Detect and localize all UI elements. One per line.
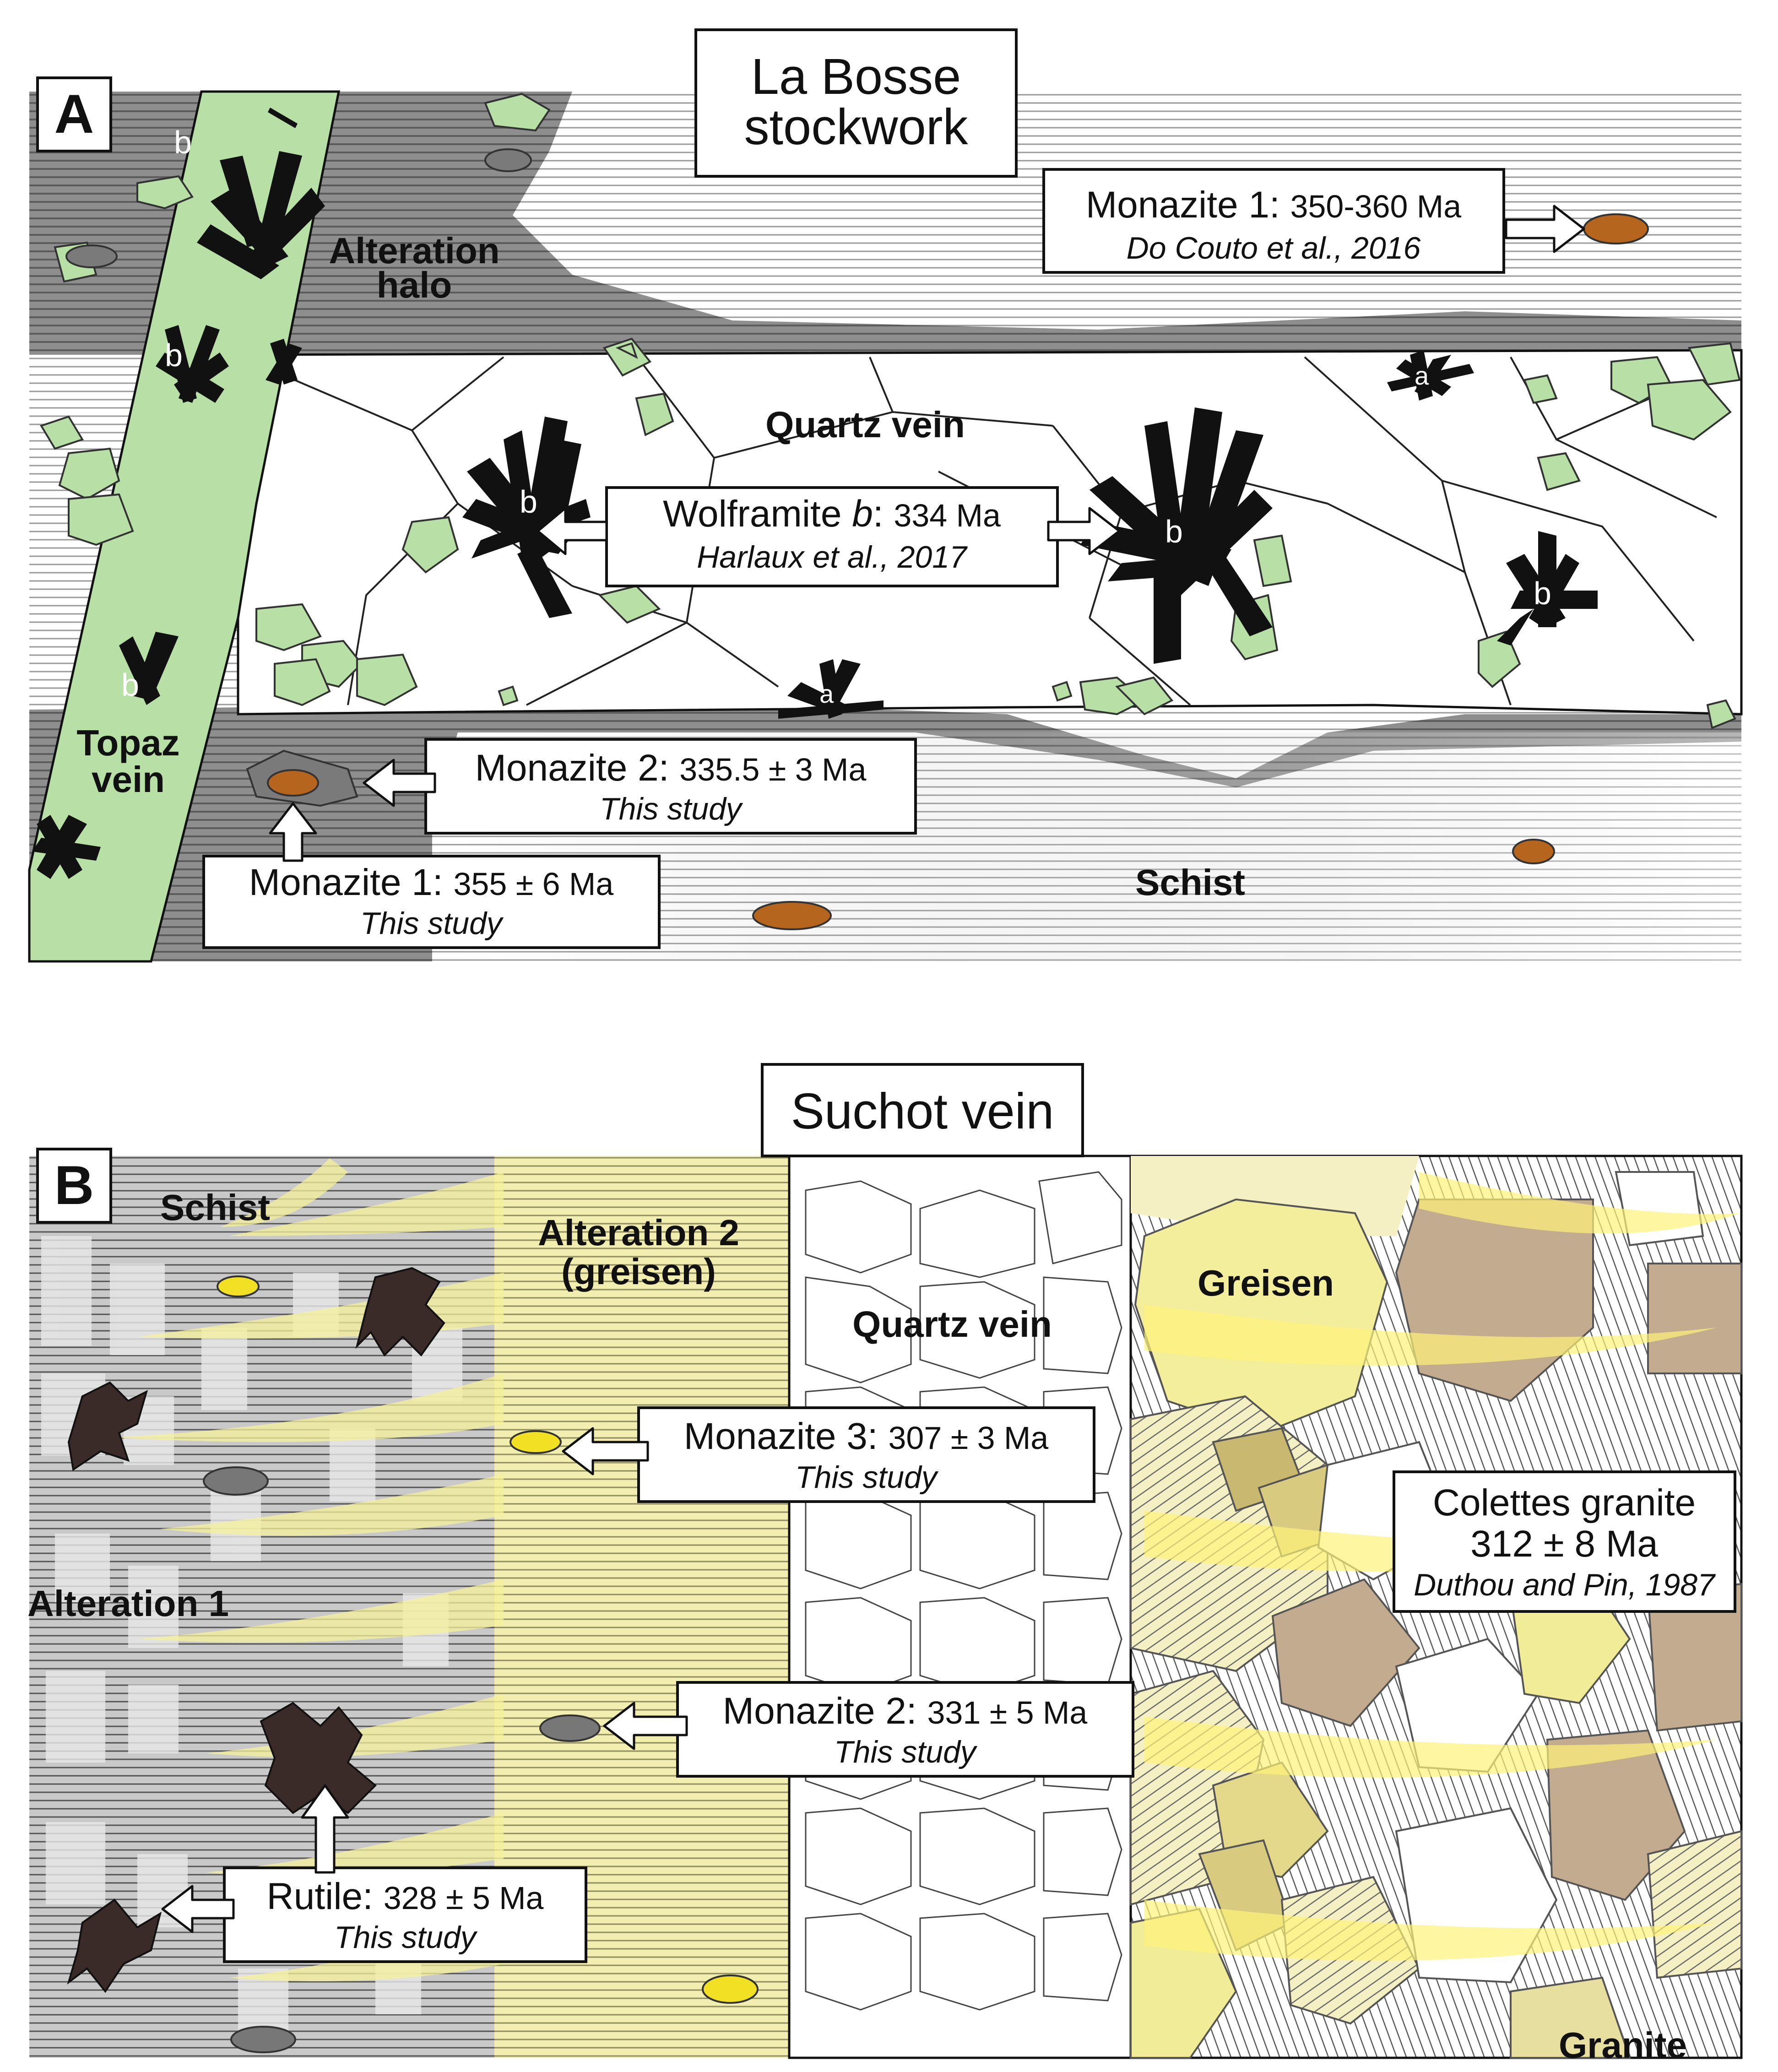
mineral-grain-gray — [484, 148, 532, 172]
arrow-left — [537, 507, 608, 555]
monazite-grain-yellow — [217, 1275, 260, 1297]
mineral-grain-gray — [65, 244, 118, 268]
annotation-monazite-1 — [202, 855, 661, 949]
monazite-grain-gray — [203, 1466, 269, 1496]
arrow-left — [161, 1885, 235, 1933]
annotation-title: Rutile: 328 ± 5 Ma — [267, 1876, 544, 1917]
monazite-grain — [1512, 839, 1555, 864]
wolframite-label-b: b — [121, 667, 139, 703]
annotation-title: Wolframite b: 334 Ma — [663, 493, 1001, 535]
greisen-label: Greisen — [1198, 1263, 1334, 1303]
annotation-rutile — [223, 1866, 587, 1963]
quartz-vein-b — [788, 1155, 1132, 2059]
alteration-halo-top — [29, 92, 1741, 355]
topaz-vein-label-2: vein — [92, 759, 165, 800]
annotation-citation: Harlaux et al., 2017 — [697, 540, 968, 575]
arrow-up — [269, 802, 317, 862]
annotation-citation: Duthou and Pin, 1987 — [1414, 1568, 1716, 1602]
rutile-grains — [67, 1267, 445, 1993]
annotation-title: Colettes granite — [1433, 1482, 1696, 1524]
monazite-2-grain — [539, 1714, 601, 1742]
annotation-citation: This study — [334, 1920, 478, 1955]
annotation-title: Monazite 2: 335.5 ± 3 Ma — [475, 747, 867, 789]
annotation-title: Monazite 1: 355 ± 6 Ma — [249, 862, 613, 903]
panel-title: Suchot vein — [791, 1083, 1054, 1139]
topaz-vein-a — [28, 90, 341, 963]
alteration-halo-label-2: halo — [377, 265, 452, 305]
annotation-title: Monazite 2: 331 ± 5 Ma — [723, 1690, 1087, 1732]
arrow-right — [1047, 507, 1121, 555]
annotation-citation: This study — [795, 1460, 939, 1495]
arrow-up — [301, 1784, 349, 1874]
alteration-1-label: Alteration 1 — [27, 1583, 229, 1624]
panel-b: Schist Alteration 2 (greisen) Quartz vei… — [27, 1063, 1743, 2066]
granite-label: Granite — [1559, 2025, 1687, 2066]
topaz-crystals — [40, 92, 1741, 729]
wolframite-label-a: a — [1415, 361, 1429, 390]
quartz-vein-label: Quartz vein — [765, 404, 965, 445]
wolframite-label-b: b — [520, 484, 537, 520]
monazite-grain — [1583, 213, 1649, 244]
monazite-grain — [752, 901, 832, 930]
monazite-3-grain — [510, 1430, 562, 1454]
annotation-monazite-2 — [676, 1681, 1134, 1778]
annotation-wolframite — [605, 486, 1059, 587]
panel-title: La Bosse — [751, 49, 961, 105]
arrow-right — [1505, 205, 1585, 253]
annotation-citation: This study — [834, 1735, 978, 1769]
annotation-title: Monazite 1: 350-360 Ma — [1086, 184, 1461, 226]
panel-a: b b b b b b a a Alteration halo Quartz v… — [28, 28, 1743, 963]
wolframite-label-b: b — [1165, 514, 1183, 549]
wolframite-label-b: b — [165, 337, 183, 373]
panel-title-box — [694, 28, 1018, 178]
annotation-monazite-1-ref — [1042, 168, 1505, 274]
panel-letter: A — [54, 83, 94, 145]
arrow-left — [603, 1702, 688, 1750]
annotation-title: Monazite 3: 307 ± 3 Ma — [684, 1416, 1048, 1457]
panel-letter-box — [36, 1148, 112, 1224]
wolframite-crystals — [32, 108, 1598, 879]
monazite-grain-yellow — [702, 1974, 759, 2004]
alteration-2-label-2: (greisen) — [561, 1251, 716, 1292]
panel-title-box — [761, 1063, 1084, 1157]
alteration-2-label: Alteration 2 — [538, 1212, 739, 1253]
arrow-left — [363, 759, 436, 807]
monazite-1-core — [267, 769, 319, 797]
wolframite-label-b: b — [1534, 575, 1551, 611]
annotation-citation: This study — [600, 792, 743, 826]
annotation-granite — [1393, 1470, 1736, 1613]
topaz-vein-label: Topaz — [76, 722, 179, 763]
schist-label: Schist — [1135, 862, 1245, 903]
wolframite-label-a: a — [819, 679, 834, 708]
panel-letter-box — [36, 76, 112, 152]
quartz-vein-label: Quartz vein — [852, 1304, 1052, 1345]
annotation-citation: Do Couto et al., 2016 — [1127, 231, 1421, 266]
alteration-halo-label: Alteration — [329, 230, 499, 271]
wolframite-label-b: b — [174, 125, 192, 160]
monazite-grain-gray — [230, 2026, 296, 2053]
schist-label: Schist — [160, 1187, 270, 1228]
annotation-age: 312 ± 8 Ma — [1470, 1523, 1658, 1565]
arrow-left — [562, 1427, 649, 1475]
annotation-citation: This study — [360, 906, 504, 941]
panel-letter: B — [54, 1155, 94, 1216]
panel-title-2: stockwork — [744, 99, 969, 155]
